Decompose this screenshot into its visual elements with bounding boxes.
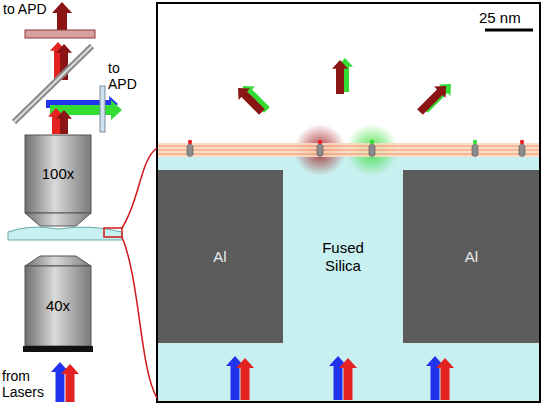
fluorophore-dot xyxy=(318,140,322,144)
protein-molecule xyxy=(369,144,375,157)
light-arrow xyxy=(52,2,72,30)
light-arrow xyxy=(417,86,446,115)
aluminum-block xyxy=(403,170,540,343)
protein-molecule xyxy=(317,144,323,157)
node-label: Al xyxy=(465,248,478,265)
protein-molecule xyxy=(187,144,193,157)
lipid-membrane xyxy=(157,143,540,157)
panel-ground xyxy=(157,3,540,402)
objective-tip xyxy=(25,213,91,226)
light-arrow xyxy=(332,60,348,94)
light-arrow xyxy=(56,110,72,134)
input-label: from Lasers xyxy=(2,368,48,400)
emission-filter xyxy=(100,86,105,132)
fluorophore-dot xyxy=(188,140,192,144)
node-label: 100x xyxy=(42,165,75,182)
scale-bar xyxy=(485,29,533,32)
emission-filter xyxy=(25,30,95,38)
zoom-line xyxy=(122,237,157,398)
objective-40x: 40x xyxy=(25,266,91,346)
objective-body xyxy=(25,266,91,346)
fluorophore-dot xyxy=(520,140,524,144)
light-arrow xyxy=(436,358,454,400)
output-label: to APD xyxy=(108,60,142,92)
scale-label: 25 nm xyxy=(479,9,521,26)
fused-silica-ground xyxy=(157,157,540,402)
protein-molecule xyxy=(519,144,525,157)
aluminum-block xyxy=(157,170,283,343)
sample-slide xyxy=(8,227,122,240)
protein-molecule xyxy=(472,144,478,157)
output-label: to APD xyxy=(3,1,47,17)
zoom-box xyxy=(104,228,122,237)
molecules xyxy=(187,140,525,157)
dichroic-mirror xyxy=(14,46,92,122)
aluminum-cladding: Al xyxy=(157,170,283,343)
fluorophore-dot xyxy=(370,140,374,144)
objective-base xyxy=(23,346,93,352)
node-label: 40x xyxy=(46,297,70,314)
dichroic-mirror xyxy=(14,46,92,122)
fluorophore-dot xyxy=(473,140,477,144)
zoom-line xyxy=(122,148,157,228)
node-label: Al xyxy=(213,248,226,265)
nanochannel: Fused Silica xyxy=(283,170,403,343)
objective-body xyxy=(25,135,91,213)
light-arrow xyxy=(236,358,254,400)
node-label: Fused Silica xyxy=(312,239,374,274)
aluminum-cladding: Al xyxy=(403,170,540,343)
light-arrow xyxy=(238,88,265,115)
objective-tip xyxy=(25,256,91,266)
objective-100x: 100x xyxy=(25,135,91,213)
panel-border xyxy=(157,3,540,402)
light-arrow xyxy=(339,358,357,400)
light-arrow xyxy=(61,364,79,402)
light-arrows xyxy=(226,58,454,400)
